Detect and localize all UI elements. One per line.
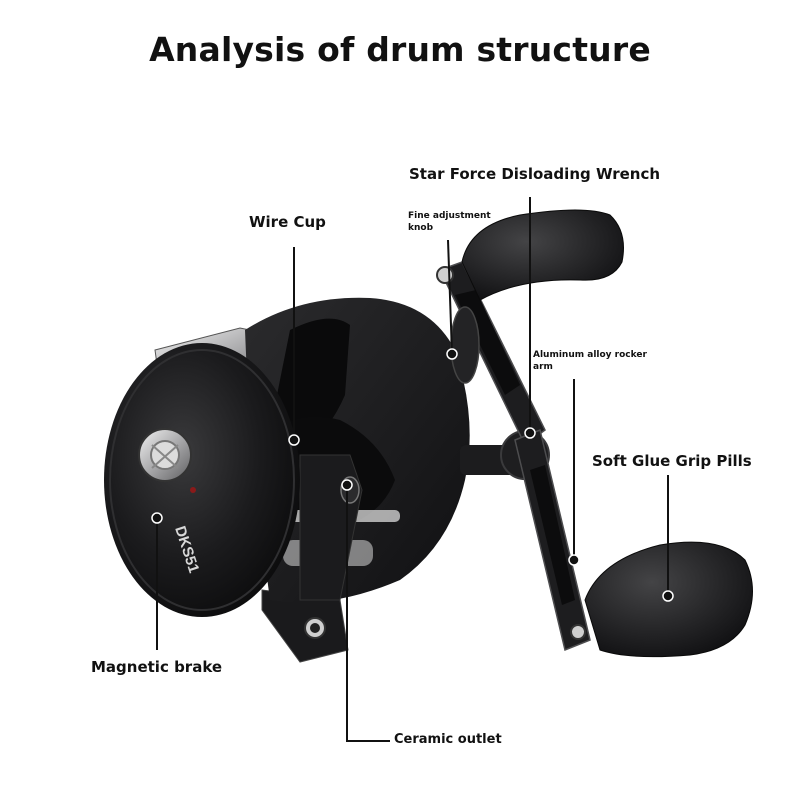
ceramic-dot — [341, 479, 353, 491]
callout-dots — [151, 348, 674, 602]
label-magnetic-brake: Magnetic brake — [91, 658, 223, 676]
label-ceramic-outlet: Ceramic outlet — [394, 732, 502, 747]
label-star-force: Star Force Disloading Wrench — [409, 165, 661, 183]
ceramic-leader — [346, 485, 390, 742]
fine-adjust-dot — [446, 348, 458, 360]
label-wire-cup: Wire Cup — [249, 213, 326, 231]
label-aluminum-rocker-arm: Aluminum alloy rocker arm — [533, 350, 647, 372]
handle-assembly — [436, 209, 753, 658]
wire-cup-dot — [288, 434, 300, 446]
label-soft-glue-grip: Soft Glue Grip Pills — [592, 452, 752, 470]
grip-dot — [662, 590, 674, 602]
rocker-arm-dot — [568, 554, 580, 566]
callout-lines — [156, 197, 669, 742]
page-title: Analysis of drum structure — [149, 30, 651, 69]
fine-adjust-leader — [447, 239, 453, 355]
star-force-dot — [524, 427, 536, 439]
side-plate — [104, 343, 300, 617]
label-fine-adjustment-knob: Fine adjustment knob — [408, 211, 491, 233]
brake-dot — [151, 512, 163, 524]
